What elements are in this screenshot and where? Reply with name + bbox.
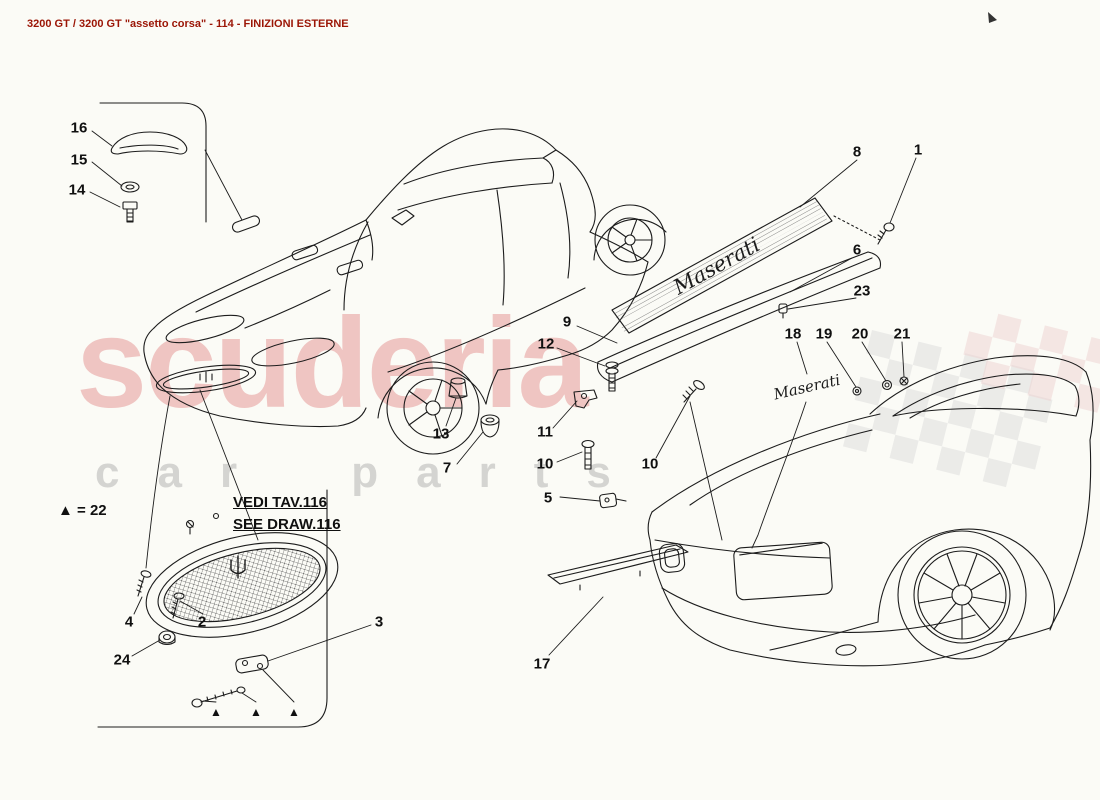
- reference-note: VEDI TAV.116 SEE DRAW.116: [233, 492, 341, 536]
- part-22-bolt-and-bracket-drawing: [191, 654, 269, 708]
- callout-1: 1: [913, 141, 923, 159]
- part-6-sill-plate-drawing: [596, 251, 882, 383]
- part-8-sill-plate-drawing: [611, 197, 833, 334]
- triangle-legend: ▲ = 22: [58, 502, 107, 519]
- triangle-marker-1: ▲: [210, 705, 222, 719]
- page-corner-arrow-icon: [988, 12, 997, 23]
- callout-10-left: 10: [536, 455, 554, 473]
- callout-3: 3: [374, 613, 384, 631]
- part-10-right-screw-drawing: [682, 379, 705, 403]
- part-10-left-screw-drawing: [581, 439, 595, 470]
- part-13-buffer-drawing: [448, 377, 468, 399]
- part-15-washer-drawing: [120, 181, 140, 193]
- triangle-marker-2: ▲: [250, 705, 262, 719]
- callout-8: 8: [852, 143, 862, 161]
- front-car-drawing: [143, 128, 667, 455]
- part-7-grommet-drawing: [480, 414, 500, 438]
- grille-detail-drawing: [145, 512, 339, 638]
- callout-6: 6: [852, 241, 862, 259]
- part-16-scoop-drawing: [110, 131, 188, 155]
- callout-9: 9: [562, 313, 572, 331]
- callout-16: 16: [70, 119, 88, 137]
- part-2-4-24-fasteners-drawing: [136, 570, 185, 646]
- callout-21: 21: [893, 325, 911, 343]
- callout-24: 24: [113, 651, 131, 669]
- leader-lines: [89, 130, 917, 703]
- callout-18: 18: [784, 325, 802, 343]
- callout-4: 4: [124, 613, 134, 631]
- reference-note-en: SEE DRAW.116: [233, 516, 341, 533]
- triangle-marker-3: ▲: [288, 705, 300, 719]
- callout-19: 19: [815, 325, 833, 343]
- part-5-clip-drawing: [599, 492, 627, 509]
- part-11-bracket-drawing: [573, 389, 598, 409]
- part-9-12-screw-drawing: [605, 361, 619, 392]
- inset-frame-top-left: [99, 102, 207, 223]
- part-23-clip-drawing: [778, 303, 788, 319]
- callout-2: 2: [197, 613, 207, 631]
- inset-frame-bottom-left: [97, 489, 328, 728]
- callout-7: 7: [442, 459, 452, 477]
- part-17-trim-strip-drawing: [547, 544, 689, 591]
- callout-13: 13: [432, 425, 450, 443]
- callout-5: 5: [543, 489, 553, 507]
- part-14-bolt-drawing: [122, 201, 138, 223]
- callout-10-right: 10: [641, 455, 659, 473]
- callout-20: 20: [851, 325, 869, 343]
- callout-23: 23: [853, 282, 871, 300]
- reference-note-it: VEDI TAV.116: [233, 494, 327, 511]
- watermark-subbrand-text: car parts: [95, 448, 649, 497]
- page-title: 3200 GT / 3200 GT "assetto corsa" - 114 …: [27, 18, 349, 30]
- callout-14: 14: [68, 181, 86, 199]
- callout-12: 12: [537, 335, 555, 353]
- callout-15: 15: [70, 151, 88, 169]
- callout-17: 17: [533, 655, 551, 673]
- rear-car-drawing: [647, 355, 1094, 667]
- part-1-screw-drawing: [833, 215, 895, 245]
- callout-11: 11: [537, 423, 553, 441]
